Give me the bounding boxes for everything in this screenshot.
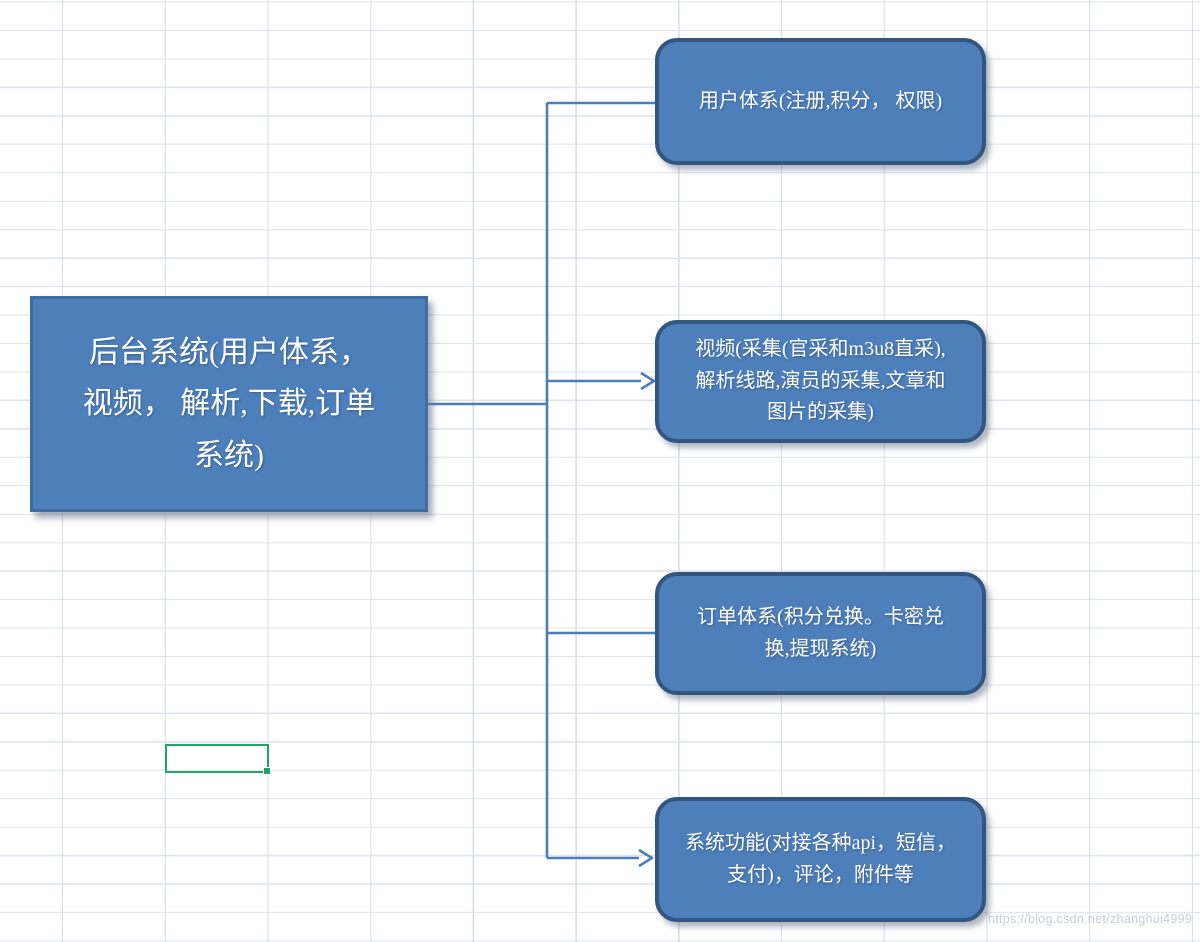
node-label: 用户体系(注册,积分， 权限) [698, 89, 943, 112]
watermark: https://blog.csdn.net/zhanghui4999 [988, 912, 1193, 926]
root-node-label: 后台系统(用户体系， 视频， 解析,下载,订单 系统) [82, 335, 376, 472]
diagram-node-user-system[interactable]: 用户体系(注册,积分， 权限) [655, 38, 986, 165]
arrowhead-branch-4-icon [638, 848, 654, 868]
diagram-root-node[interactable]: 后台系统(用户体系， 视频， 解析,下载,订单 系统) [30, 296, 428, 512]
node-label: 订单体系(积分兑换。卡密兑 换,提现系统) [697, 605, 944, 660]
selected-cell[interactable] [165, 744, 271, 775]
diagram-node-system-functions[interactable]: 系统功能(对接各种api，短信， 支付)，评论，附件等 [655, 797, 986, 922]
fill-handle[interactable] [263, 767, 271, 775]
diagram-node-order-system[interactable]: 订单体系(积分兑换。卡密兑 换,提现系统) [655, 572, 986, 695]
diagram-node-video[interactable]: 视频(采集(官采和m3u8直采), 解析线路,演员的采集,文章和 图片的采集) [655, 320, 986, 443]
node-label: 视频(采集(官采和m3u8直采), 解析线路,演员的采集,文章和 图片的采集) [695, 338, 946, 424]
node-label: 系统功能(对接各种api，短信， 支付)，评论，附件等 [684, 831, 957, 886]
arrowhead-branch-2-icon [640, 371, 656, 391]
